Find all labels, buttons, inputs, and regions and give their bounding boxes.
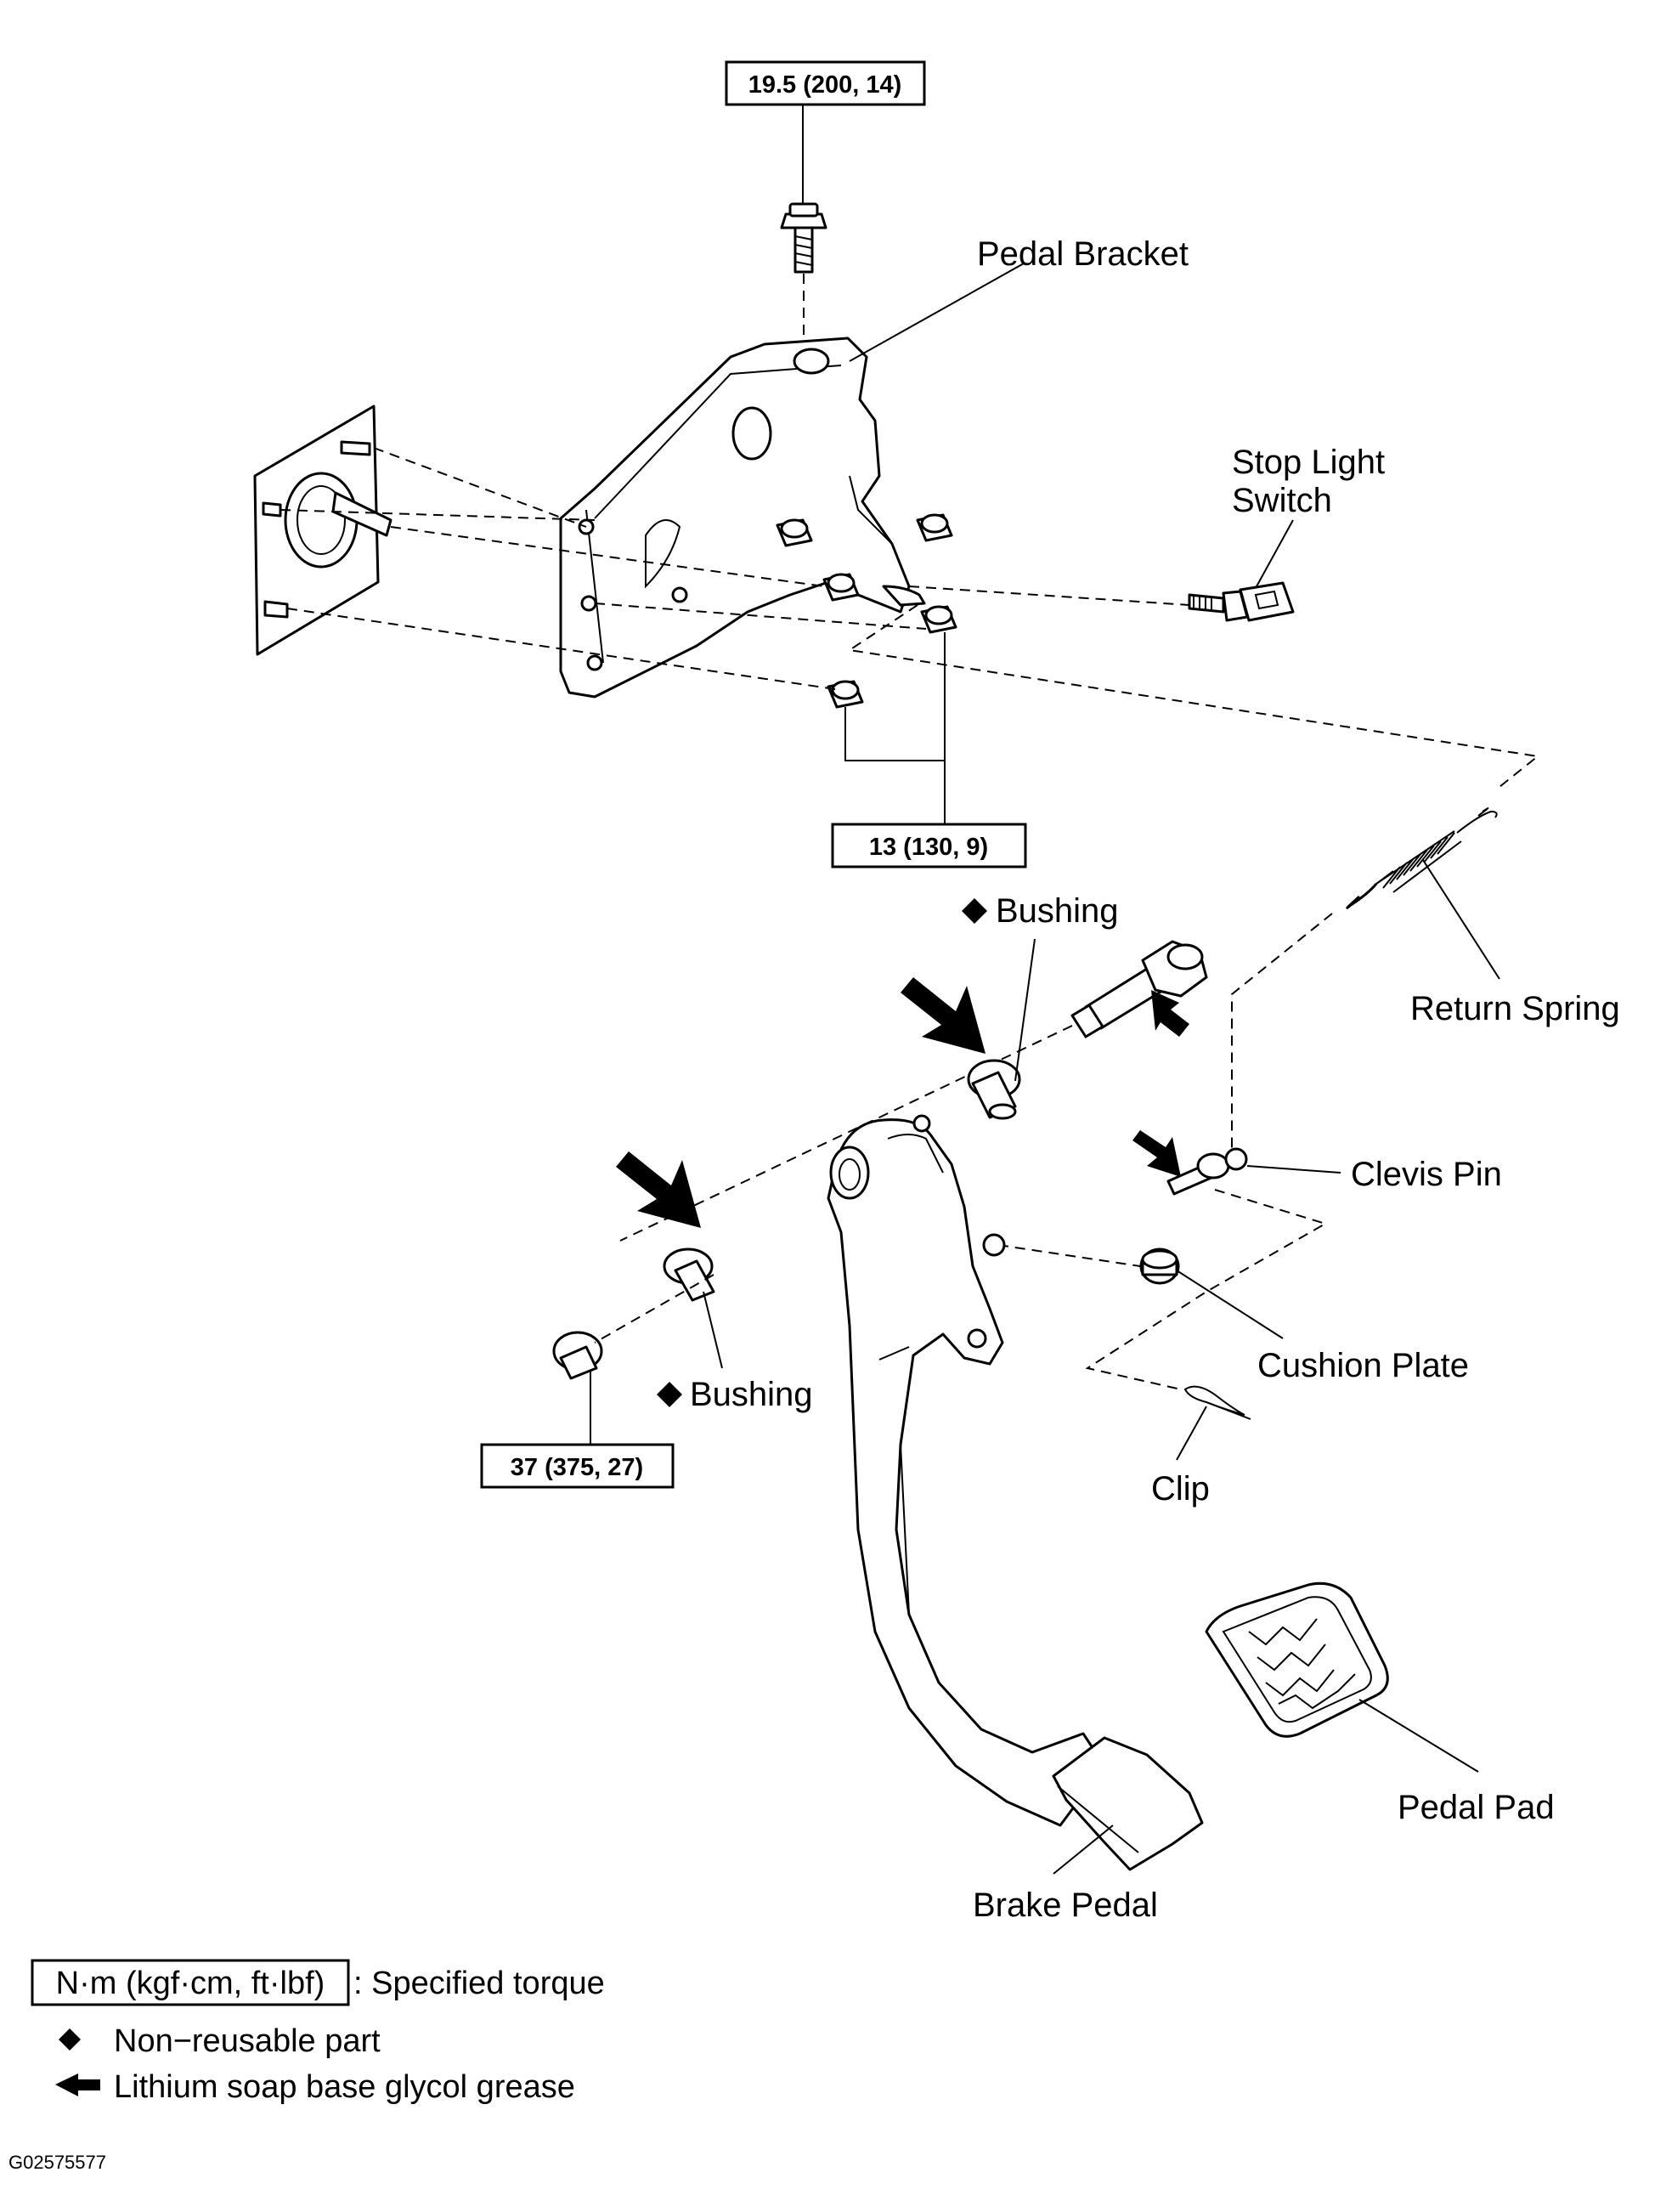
- grease-arrow-lower: [616, 1151, 701, 1228]
- label-cushion-plate: Cushion Plate: [1257, 1347, 1469, 1384]
- torque-box-top-bolt: 19.5 (200, 14): [725, 60, 926, 106]
- grease-arrow-pin: [1151, 990, 1189, 1037]
- stop-light-switch: [1188, 581, 1295, 622]
- torque-box-bracket-nuts: 13 (130, 9): [831, 823, 1027, 868]
- brake-pedal-pad-end: [1052, 1736, 1204, 1871]
- legend-grease: Lithium soap base glycol grease: [114, 2069, 575, 2105]
- bracket-nut-1: [776, 518, 813, 547]
- bushing-lower: [663, 1247, 715, 1302]
- label-pedal-bracket: Pedal Bracket: [977, 235, 1189, 273]
- clip: [1183, 1385, 1251, 1420]
- return-spring: [1346, 807, 1498, 909]
- mounting-plate: [253, 404, 392, 656]
- legend: N·m (kgf·cm, ft·lbf) : Specified torque …: [31, 1959, 605, 2105]
- grease-arrow-icon: [55, 2073, 100, 2096]
- label-clip: Clip: [1151, 1470, 1210, 1508]
- bracket-nut-3: [822, 573, 860, 602]
- bushing-upper: [967, 1059, 1021, 1120]
- label-return-spring: Return Spring: [1410, 990, 1620, 1027]
- label-brake-pedal: Brake Pedal: [973, 1887, 1158, 1924]
- cushion-plate: [1139, 1247, 1180, 1285]
- figure-code: G02575577: [8, 2152, 106, 2173]
- legend-torque-unit: N·m (kgf·cm, ft·lbf): [56, 1966, 325, 2001]
- pivot-bolt: [1070, 940, 1208, 1038]
- diamond-icon: [59, 2028, 81, 2051]
- pedal-bracket: [559, 337, 926, 699]
- bracket-nut-2: [916, 513, 953, 542]
- label-bushing-upper: Bushing: [996, 892, 1119, 930]
- brake-pedal: [827, 1114, 1106, 1827]
- label-bushing-lower: Bushing: [690, 1376, 813, 1413]
- top-bolt: [780, 202, 827, 274]
- diamond-icon: [657, 1382, 682, 1407]
- torque-box-pivot-nut: 37 (375, 27): [480, 1443, 675, 1489]
- bracket-nut-5: [827, 680, 864, 709]
- pivot-nut: [552, 1331, 603, 1380]
- label-pedal-pad: Pedal Pad: [1398, 1789, 1555, 1826]
- grease-arrow-upper: [901, 977, 985, 1054]
- label-stop-light-switch-1: Stop Light: [1232, 444, 1385, 481]
- svg-text:13 (130, 9): 13 (130, 9): [869, 834, 988, 861]
- bracket-nut-4: [920, 605, 957, 634]
- legend-nonreusable: Non−reusable part: [114, 2023, 381, 2059]
- clevis-pin: [1166, 1147, 1248, 1196]
- svg-text:37 (375, 27): 37 (375, 27): [511, 1454, 643, 1481]
- diamond-icon: [962, 898, 987, 924]
- svg-text:19.5 (200, 14): 19.5 (200, 14): [748, 71, 902, 99]
- legend-torque-desc: : Specified torque: [353, 1966, 605, 2001]
- label-stop-light-switch-2: Switch: [1232, 482, 1332, 519]
- grease-arrow-clevis: [1132, 1130, 1181, 1177]
- label-clevis-pin: Clevis Pin: [1351, 1156, 1502, 1193]
- pedal-pad: [1205, 1581, 1389, 1738]
